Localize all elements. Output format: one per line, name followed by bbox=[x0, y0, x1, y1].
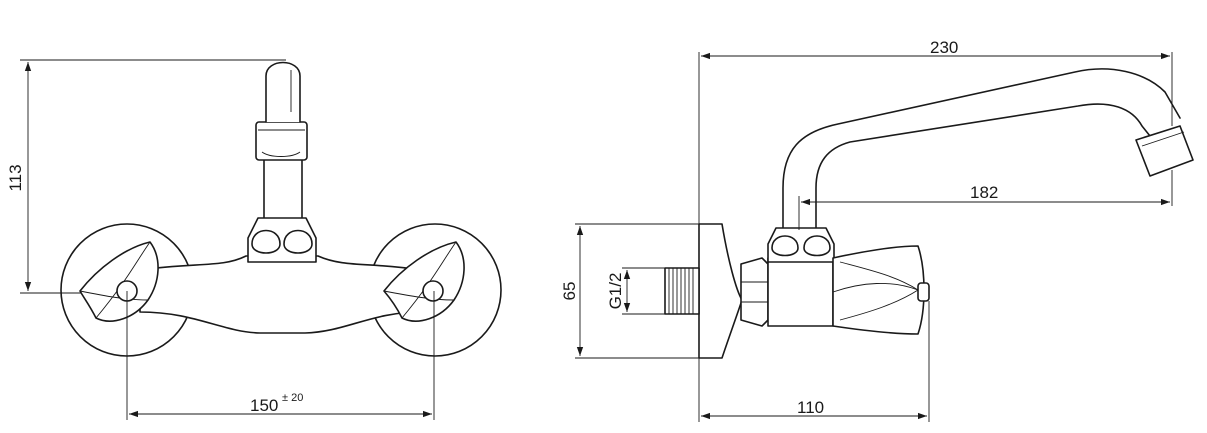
thread-ticks bbox=[668, 268, 694, 314]
hex-collar bbox=[247, 217, 317, 263]
left-handle bbox=[79, 241, 159, 322]
spout-length-dim-label: 230 bbox=[930, 38, 958, 57]
spacing-tolerance: ± 20 bbox=[282, 392, 303, 404]
mixer-body bbox=[139, 255, 421, 334]
height-dim-label: 113 bbox=[6, 164, 25, 191]
depth-dim-label: 110 bbox=[797, 398, 824, 417]
swivel-nut bbox=[255, 121, 308, 161]
spout-nozzle bbox=[1135, 125, 1194, 177]
side-handle bbox=[832, 245, 925, 335]
wall-rosette-profile bbox=[698, 223, 743, 359]
handle-cap bbox=[917, 282, 930, 302]
body-height-dim-label: 65 bbox=[560, 282, 579, 301]
thread-dim-label: G1/2 bbox=[606, 273, 625, 310]
spout-top-cap bbox=[265, 61, 301, 123]
side-view: 230 182 110 65 G1/2 bbox=[560, 38, 1194, 422]
side-collar bbox=[767, 227, 835, 263]
threaded-connector bbox=[664, 267, 700, 315]
front-view: 113 150 ± 20 bbox=[6, 59, 502, 420]
spout bbox=[782, 68, 1181, 233]
hex-union-nut bbox=[740, 257, 769, 327]
right-handle bbox=[383, 241, 465, 322]
riser-pipe bbox=[263, 157, 303, 223]
spout-reach-dim-label: 182 bbox=[970, 183, 998, 202]
spacing-dim-label: 150 bbox=[250, 396, 278, 415]
valve-body bbox=[767, 257, 834, 327]
